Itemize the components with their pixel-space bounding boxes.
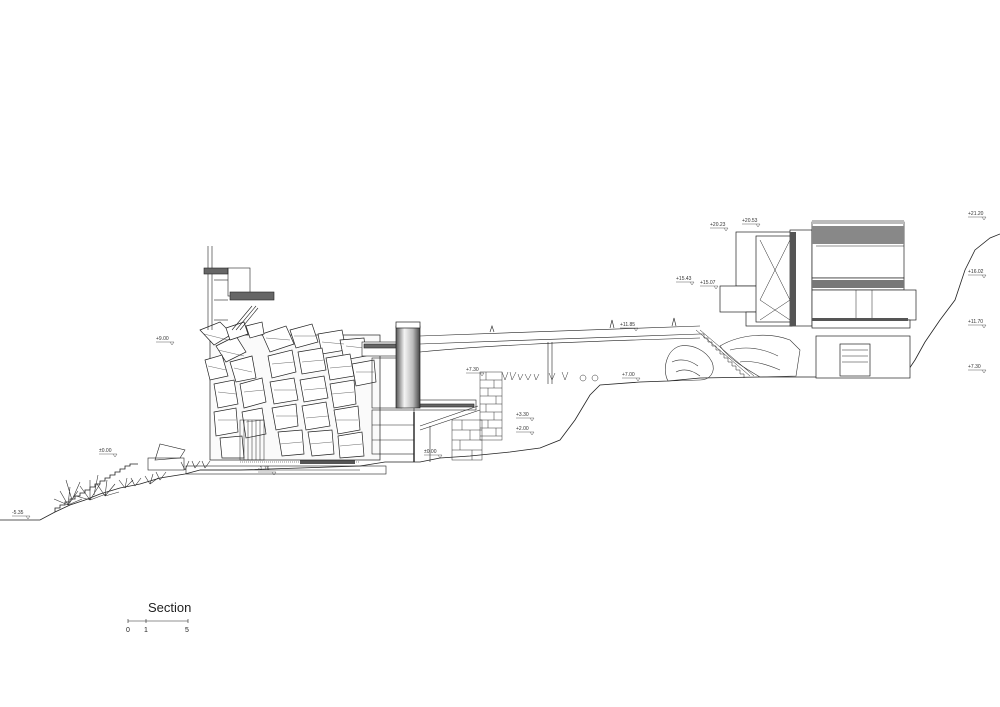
level-label: +15.07 xyxy=(700,280,716,286)
scale-label-5: 5 xyxy=(185,627,189,634)
level-label: +15.43 xyxy=(676,276,692,282)
right-building xyxy=(719,221,917,379)
roof-top xyxy=(812,220,904,224)
level-label: +7.30 xyxy=(968,364,981,370)
level-symbol xyxy=(516,431,535,436)
wall-hatch xyxy=(790,232,796,326)
scale-label-0: 0 xyxy=(126,627,130,634)
shrubs-middle xyxy=(501,371,599,382)
level-label: +7.00 xyxy=(622,372,635,378)
level-marker: +11.85 xyxy=(620,322,639,332)
level-marker: +7.00 xyxy=(622,372,641,382)
middle-block xyxy=(361,341,481,462)
tower xyxy=(203,246,275,331)
level-label: +16.02 xyxy=(968,269,984,275)
level-label: -5.35 xyxy=(12,510,24,516)
level-symbol xyxy=(742,223,761,228)
level-symbol xyxy=(676,281,695,286)
level-symbol xyxy=(968,216,987,221)
level-marker: ±0.00 xyxy=(99,448,118,458)
scale-bar xyxy=(127,619,189,623)
level-label: +20.53 xyxy=(742,218,758,224)
level-markers: -5.35 ±0.00 -1.76 +9.00 ±0.00 +7.30 +3.30 +2.00… xyxy=(12,211,987,520)
level-symbol xyxy=(968,324,987,329)
level-label: +20.23 xyxy=(710,222,726,228)
level-symbol xyxy=(700,285,719,290)
level-symbol xyxy=(424,454,443,459)
level-label: +11.70 xyxy=(968,319,983,325)
level-symbol xyxy=(156,341,175,346)
floor-band-hatch xyxy=(812,280,904,288)
level-symbol xyxy=(710,227,729,232)
level-marker: +7.30 xyxy=(466,367,485,377)
lower-terrace xyxy=(147,443,387,475)
level-marker: -1.76 xyxy=(258,466,277,476)
level-symbol xyxy=(620,327,639,332)
level-label: ±0.00 xyxy=(99,448,112,454)
level-symbol xyxy=(516,417,535,422)
level-symbol xyxy=(968,369,987,374)
roof-band-hatch xyxy=(812,226,904,244)
palm-plants xyxy=(53,460,211,506)
level-symbol xyxy=(258,471,277,476)
exterior-stair xyxy=(695,329,755,378)
level-marker: +16.02 xyxy=(968,269,987,279)
stair-steps-left xyxy=(54,463,138,512)
level-label: +2.00 xyxy=(516,426,529,432)
level-label: +11.85 xyxy=(620,322,635,328)
level-marker: +15.43 xyxy=(676,276,695,286)
level-symbol xyxy=(622,377,641,382)
bridge xyxy=(419,317,701,384)
cylinder-elevator xyxy=(395,321,421,409)
level-symbol xyxy=(968,274,987,279)
level-marker: +11.70 xyxy=(968,319,987,329)
level-label: +7.30 xyxy=(466,367,479,373)
terrace-hatch xyxy=(300,460,355,464)
level-marker: +9.00 xyxy=(156,336,175,346)
level-marker: ±0.00 xyxy=(424,449,443,459)
level-label: +21.20 xyxy=(968,211,984,217)
level-symbol xyxy=(12,515,31,520)
crystal-inner-lines xyxy=(203,333,374,447)
level-marker: +2.00 xyxy=(516,426,535,436)
rock-outcrop xyxy=(665,334,801,382)
right-building-details xyxy=(759,239,904,363)
level-label: ±0.00 xyxy=(424,449,437,455)
level-label: +3.30 xyxy=(516,412,529,418)
crystal-door xyxy=(239,419,265,461)
level-marker: +15.07 xyxy=(700,280,719,290)
level-marker: +21.20 xyxy=(968,211,987,221)
level-marker: -5.35 xyxy=(12,510,31,520)
level-marker: +3.30 xyxy=(516,412,535,422)
drawing-title: Section xyxy=(148,600,191,615)
level-marker: +7.30 xyxy=(968,364,987,374)
level-label: +9.00 xyxy=(156,336,169,342)
slab-hatch xyxy=(812,318,908,321)
scale-label-1: 1 xyxy=(144,627,148,634)
level-marker: +20.53 xyxy=(742,218,761,228)
level-symbol xyxy=(466,372,485,377)
crystal-building xyxy=(199,321,381,461)
level-marker: +20.23 xyxy=(710,222,729,232)
level-symbol xyxy=(99,453,118,458)
stone-wall xyxy=(451,371,503,461)
level-label: -1.76 xyxy=(258,466,270,472)
